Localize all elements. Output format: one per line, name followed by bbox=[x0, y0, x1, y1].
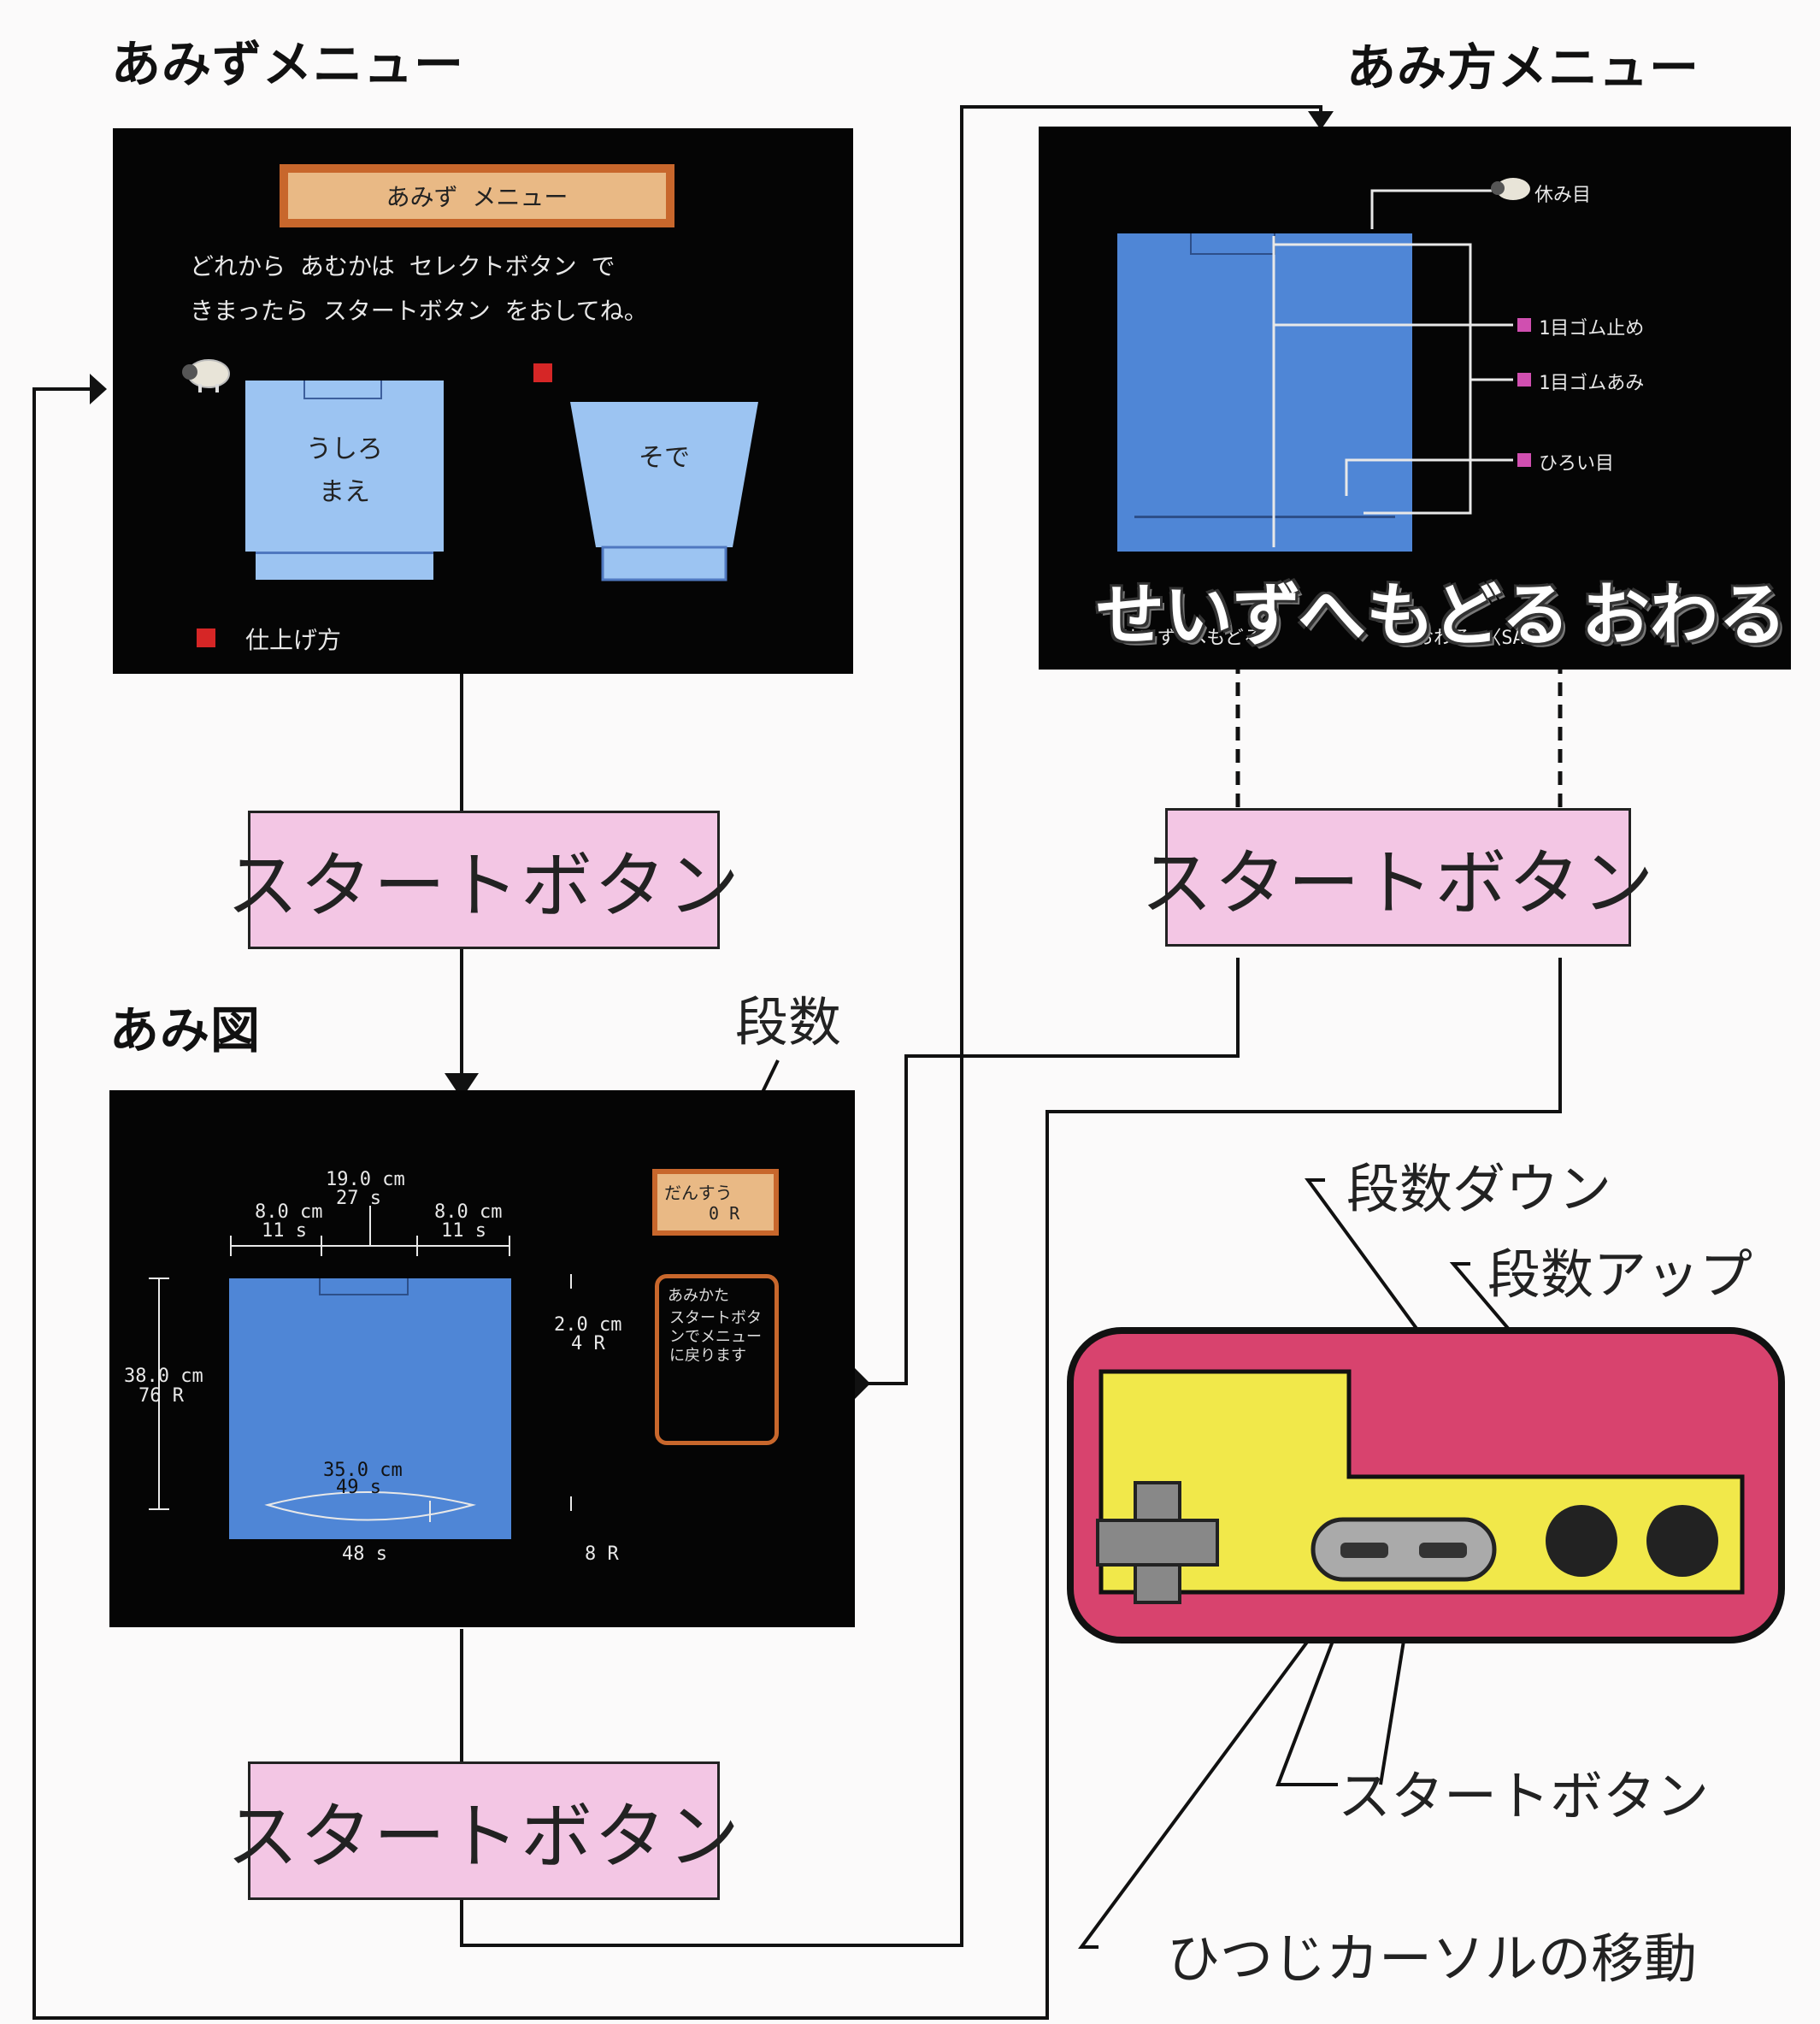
marker-pickup-icon bbox=[1517, 453, 1531, 467]
callout-start-button: スタートボタン bbox=[1338, 1765, 1710, 1827]
dan-label: だんすう bbox=[664, 1183, 733, 1203]
chart-top-sts: 27 s bbox=[336, 1188, 381, 1209]
overlay-finish: おわる bbox=[1581, 575, 1787, 655]
start-button-2[interactable]: スタートボタン bbox=[1141, 808, 1654, 947]
chart-height: 38.0 cm bbox=[124, 1366, 203, 1387]
amikata-menu-screen: 休み目 1目ゴム止め 1目ゴムあみ ひろい目 せいず へもどる おわる 〈SAV… bbox=[1039, 127, 1791, 670]
option-front: まえ bbox=[319, 477, 370, 507]
amikata-garment-icon bbox=[1117, 233, 1412, 552]
dan-counter: だんすう 0 R bbox=[652, 1169, 779, 1236]
chart-shoulder-right: 8.0 cm bbox=[434, 1201, 503, 1223]
controller-icon bbox=[1067, 1327, 1785, 1643]
label-rest-stitch: 休み目 bbox=[1534, 185, 1592, 206]
option-back: うしろ bbox=[306, 434, 383, 464]
start-button-1[interactable]: スタートボタン bbox=[227, 811, 739, 949]
bottom-finish-save[interactable]: おわる 〈SAVE〉 bbox=[1415, 628, 1566, 649]
option-finishing[interactable]: 仕上げ方 bbox=[245, 626, 342, 654]
marker-rib-stop-icon bbox=[1517, 318, 1531, 332]
chart-body-sts: 49 s bbox=[336, 1477, 381, 1498]
label-pickup[interactable]: ひろい目 bbox=[1539, 453, 1615, 475]
chart-shoulder-right-sts: 11 s bbox=[441, 1220, 486, 1242]
chart-garment-icon bbox=[229, 1278, 511, 1539]
heading-amikata-menu: あみ方メニュー bbox=[1346, 38, 1700, 97]
start-button-3[interactable]: スタートボタン bbox=[227, 1761, 739, 1900]
overlay-back-to-chart: せいずへもどる bbox=[1096, 575, 1570, 655]
red-marker-finish-icon bbox=[197, 628, 215, 647]
chart-bottom-sts: 48 s bbox=[342, 1543, 387, 1565]
chart-shoulder-left-sts: 11 s bbox=[262, 1220, 307, 1242]
sleeve-option[interactable]: そで bbox=[570, 402, 758, 581]
menu-instruction-1: どれから あむかは セレクトボタン で bbox=[190, 252, 616, 280]
marker-rib-icon bbox=[1517, 373, 1531, 387]
callout-cursor-move: ひつじカーソルの移動 bbox=[1167, 1927, 1698, 1990]
chart-note-box: あみかた スタートボタンでメニューに戻ります bbox=[655, 1274, 779, 1445]
red-marker-icon bbox=[533, 363, 552, 382]
chart-height-rows: 76 R bbox=[138, 1385, 184, 1407]
amizu-menu-title: あみず メニュー bbox=[280, 164, 674, 227]
amizu-chart-screen: 19.0 cm 27 s 8.0 cm 11 s 8.0 cm 11 s 38.… bbox=[109, 1090, 855, 1627]
chart-hem-rows: 8 R bbox=[585, 1543, 619, 1565]
chart-top-width: 19.0 cm bbox=[326, 1169, 405, 1190]
chart-body-width: 35.0 cm bbox=[323, 1460, 403, 1481]
back-front-garment-icon bbox=[245, 381, 444, 552]
dan-value: 0 R bbox=[709, 1203, 740, 1224]
heading-amizu-menu: あみずメニュー bbox=[111, 35, 465, 93]
chart-rib-rows: 4 R bbox=[571, 1333, 605, 1354]
bottom-back-to-chart[interactable]: せいず へもどる bbox=[1120, 628, 1263, 649]
callout-dansu-down: 段数ダウン bbox=[1346, 1158, 1612, 1220]
chart-dimension-lines bbox=[149, 1206, 572, 1522]
sheep-cursor-icon[interactable] bbox=[180, 355, 233, 394]
chart-rib-height: 2.0 cm bbox=[554, 1314, 622, 1336]
amikata-bracket-lines bbox=[1272, 189, 1513, 547]
menu-instruction-2: きまったら スタートボタン をおしてね。 bbox=[190, 297, 648, 325]
note-body: スタートボタンでメニューに戻ります bbox=[669, 1309, 762, 1365]
amizu-menu-screen: あみず メニュー どれから あむかは セレクトボタン で きまったら スタートボ… bbox=[113, 128, 853, 674]
label-rib-stop[interactable]: 1目ゴム止め bbox=[1539, 318, 1645, 339]
callout-dansu-up: 段数アップ bbox=[1487, 1243, 1753, 1306]
option-sleeve: そで bbox=[639, 443, 690, 473]
back-front-option[interactable]: うしろ まえ bbox=[245, 381, 444, 580]
heading-amizu: あみ図 bbox=[109, 1001, 262, 1059]
note-title: あみかた bbox=[668, 1287, 729, 1305]
label-rib-knit[interactable]: 1目ゴムあみ bbox=[1539, 373, 1645, 394]
sleeve-garment-icon bbox=[570, 402, 758, 581]
amikata-sheep-icon bbox=[1491, 178, 1530, 200]
callout-dansu: 段数 bbox=[735, 991, 842, 1053]
chart-shoulder-left: 8.0 cm bbox=[255, 1201, 323, 1223]
